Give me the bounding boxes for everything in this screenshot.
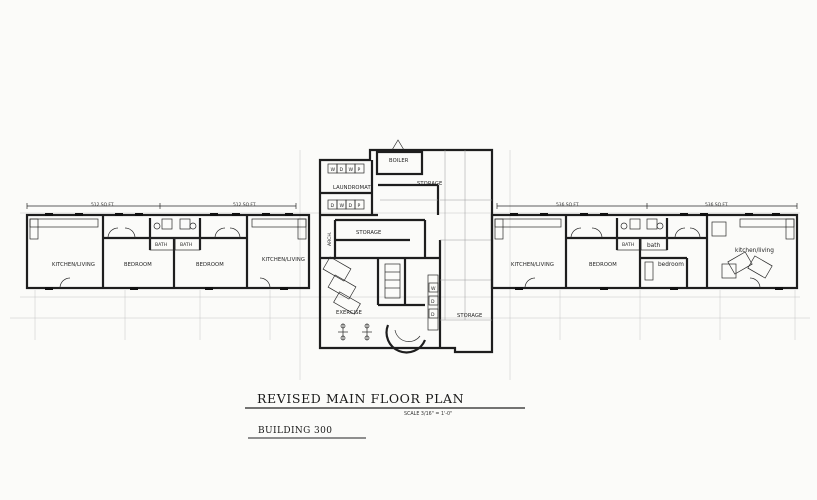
room-label-right-kitchen-2: kitchen/living bbox=[735, 248, 774, 254]
room-label-storage-mid: STORAGE bbox=[356, 230, 381, 236]
right-wing bbox=[490, 213, 799, 290]
drawing-title: REVISED MAIN FLOOR PLAN bbox=[257, 391, 464, 406]
machine-label: D bbox=[331, 203, 335, 209]
room-label-left-bath-1: BATH bbox=[155, 242, 167, 248]
room-label-right-kitchen: KITCHEN/LIVING bbox=[511, 262, 554, 268]
room-label-right-bedroom-1: BEDROOM bbox=[589, 262, 617, 268]
machine-label: D bbox=[349, 203, 353, 209]
room-label-storage-bottom: STORAGE bbox=[457, 313, 482, 319]
room-label-left-bath-2: BATH bbox=[180, 242, 192, 248]
washer-column-corridor: W D D bbox=[428, 282, 439, 319]
room-label-left-bedroom-1: BEDROOM bbox=[124, 262, 152, 268]
room-label-right-bath-1: BATH bbox=[622, 242, 634, 248]
machine-label: W bbox=[340, 203, 345, 209]
machine-label: D bbox=[431, 312, 435, 318]
room-label-left-kitchen: KITCHEN/LIVING bbox=[52, 262, 95, 268]
dimension-ticks bbox=[26, 203, 798, 209]
room-label-left-kitchen-2: KITCHEN/LIVING bbox=[262, 257, 305, 263]
room-label-storage-top: STORAGE bbox=[417, 181, 442, 187]
machine-label: D bbox=[431, 299, 435, 305]
room-label-right-bedroom-2: bedroom bbox=[658, 262, 684, 268]
room-label-arch: ARCH. bbox=[327, 232, 333, 246]
machine-label: W bbox=[431, 286, 436, 292]
machine-label: P bbox=[358, 167, 361, 173]
room-label-boiler: BOILER bbox=[389, 158, 409, 164]
machine-label: W bbox=[349, 167, 354, 173]
laundry-machines: W D W P D W D P W D D bbox=[327, 163, 439, 319]
room-label-laundromat: LAUNDROMAT bbox=[333, 185, 371, 191]
room-label-left-bedroom-2: BEDROOM bbox=[196, 262, 224, 268]
central-core bbox=[318, 139, 494, 354]
area-label-left-a: 512 SQ FT. bbox=[91, 202, 114, 208]
machine-label: W bbox=[331, 167, 336, 173]
machine-label: P bbox=[358, 203, 361, 209]
area-label-right-b: 536 SQ FT. bbox=[705, 202, 728, 208]
building-label: BUILDING 300 bbox=[258, 426, 332, 436]
room-label-exercise: EXERCISE bbox=[336, 310, 362, 316]
washer-row-bottom: D W D P bbox=[327, 199, 365, 210]
drawing-scale: SCALE 3/16" = 1'-0" bbox=[404, 411, 452, 417]
area-label-left-b: 512 SQ FT. bbox=[233, 202, 256, 208]
area-label-right-a: 536 SQ FT. bbox=[556, 202, 579, 208]
washer-row-top: W D W P bbox=[327, 163, 365, 174]
construction-grid bbox=[10, 150, 810, 380]
machine-label: D bbox=[340, 167, 344, 173]
room-label-right-bath-2: bath bbox=[647, 243, 661, 249]
left-wing bbox=[25, 213, 311, 290]
